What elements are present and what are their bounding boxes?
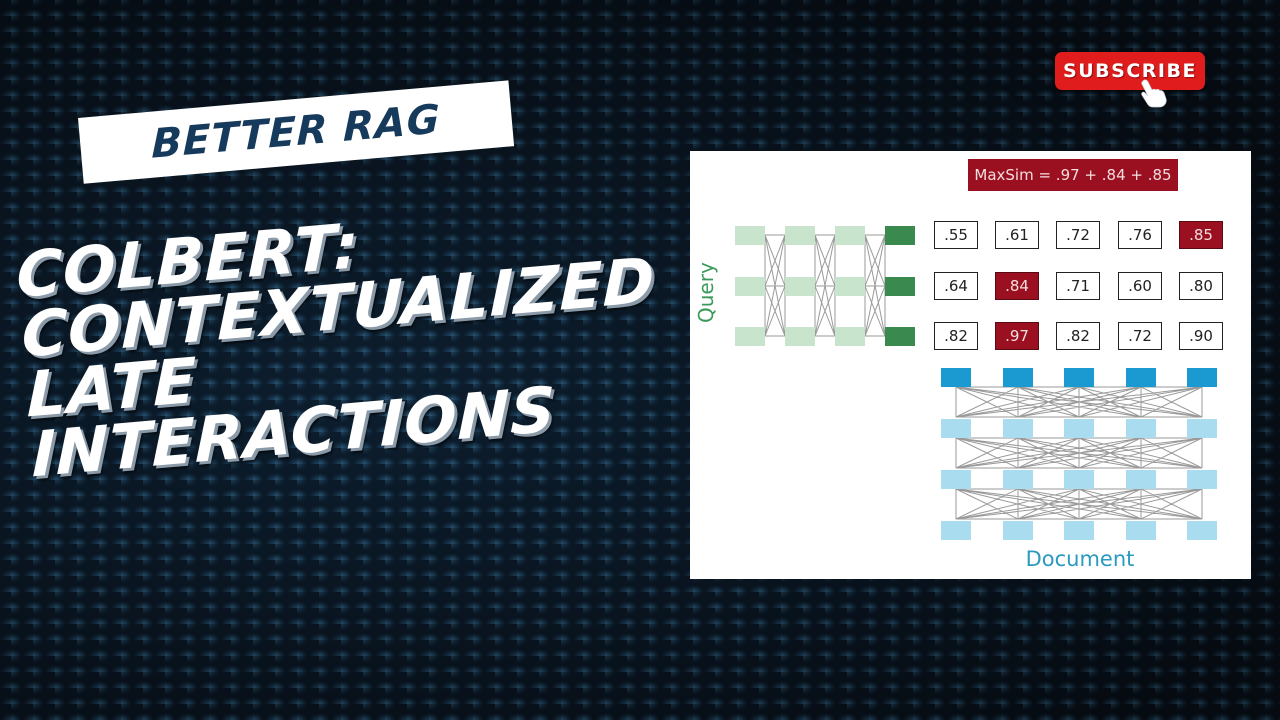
score-cell: .82 <box>934 322 978 350</box>
video-title: COLBERT: CONTEXTUALIZED LATE INTERACTION… <box>14 191 668 492</box>
topic-tag-label: BETTER RAG <box>151 96 441 168</box>
score-cell: .76 <box>1118 221 1162 249</box>
score-cell: .55 <box>934 221 978 249</box>
query-label: Query <box>694 262 718 323</box>
score-cell-max: .84 <box>995 272 1039 300</box>
score-cell: .80 <box>1179 272 1223 300</box>
maxsim-label: MaxSim = .97 + .84 + .85 <box>968 159 1178 191</box>
score-cell: .90 <box>1179 322 1223 350</box>
score-cell: .72 <box>1118 322 1162 350</box>
subscribe-label: SUBSCRIBE <box>1063 60 1197 82</box>
network-lines <box>735 226 1217 540</box>
subscribe-button[interactable]: SUBSCRIBE <box>1055 52 1205 90</box>
score-cell: .72 <box>1056 221 1100 249</box>
score-cell: .60 <box>1118 272 1162 300</box>
hand-pointer-icon <box>1141 79 1167 108</box>
query-encoder <box>735 226 915 346</box>
topic-tag: BETTER RAG <box>78 80 515 184</box>
document-encoder <box>941 368 1217 540</box>
score-cell-max: .97 <box>995 322 1039 350</box>
score-cell: .82 <box>1056 322 1100 350</box>
score-cell-max: .85 <box>1179 221 1223 249</box>
score-cell: .71 <box>1056 272 1100 300</box>
colbert-diagram: MaxSim = .97 + .84 + .85 <box>690 151 1251 579</box>
score-cell: .61 <box>995 221 1039 249</box>
score-cell: .64 <box>934 272 978 300</box>
document-label: Document <box>1025 547 1135 571</box>
